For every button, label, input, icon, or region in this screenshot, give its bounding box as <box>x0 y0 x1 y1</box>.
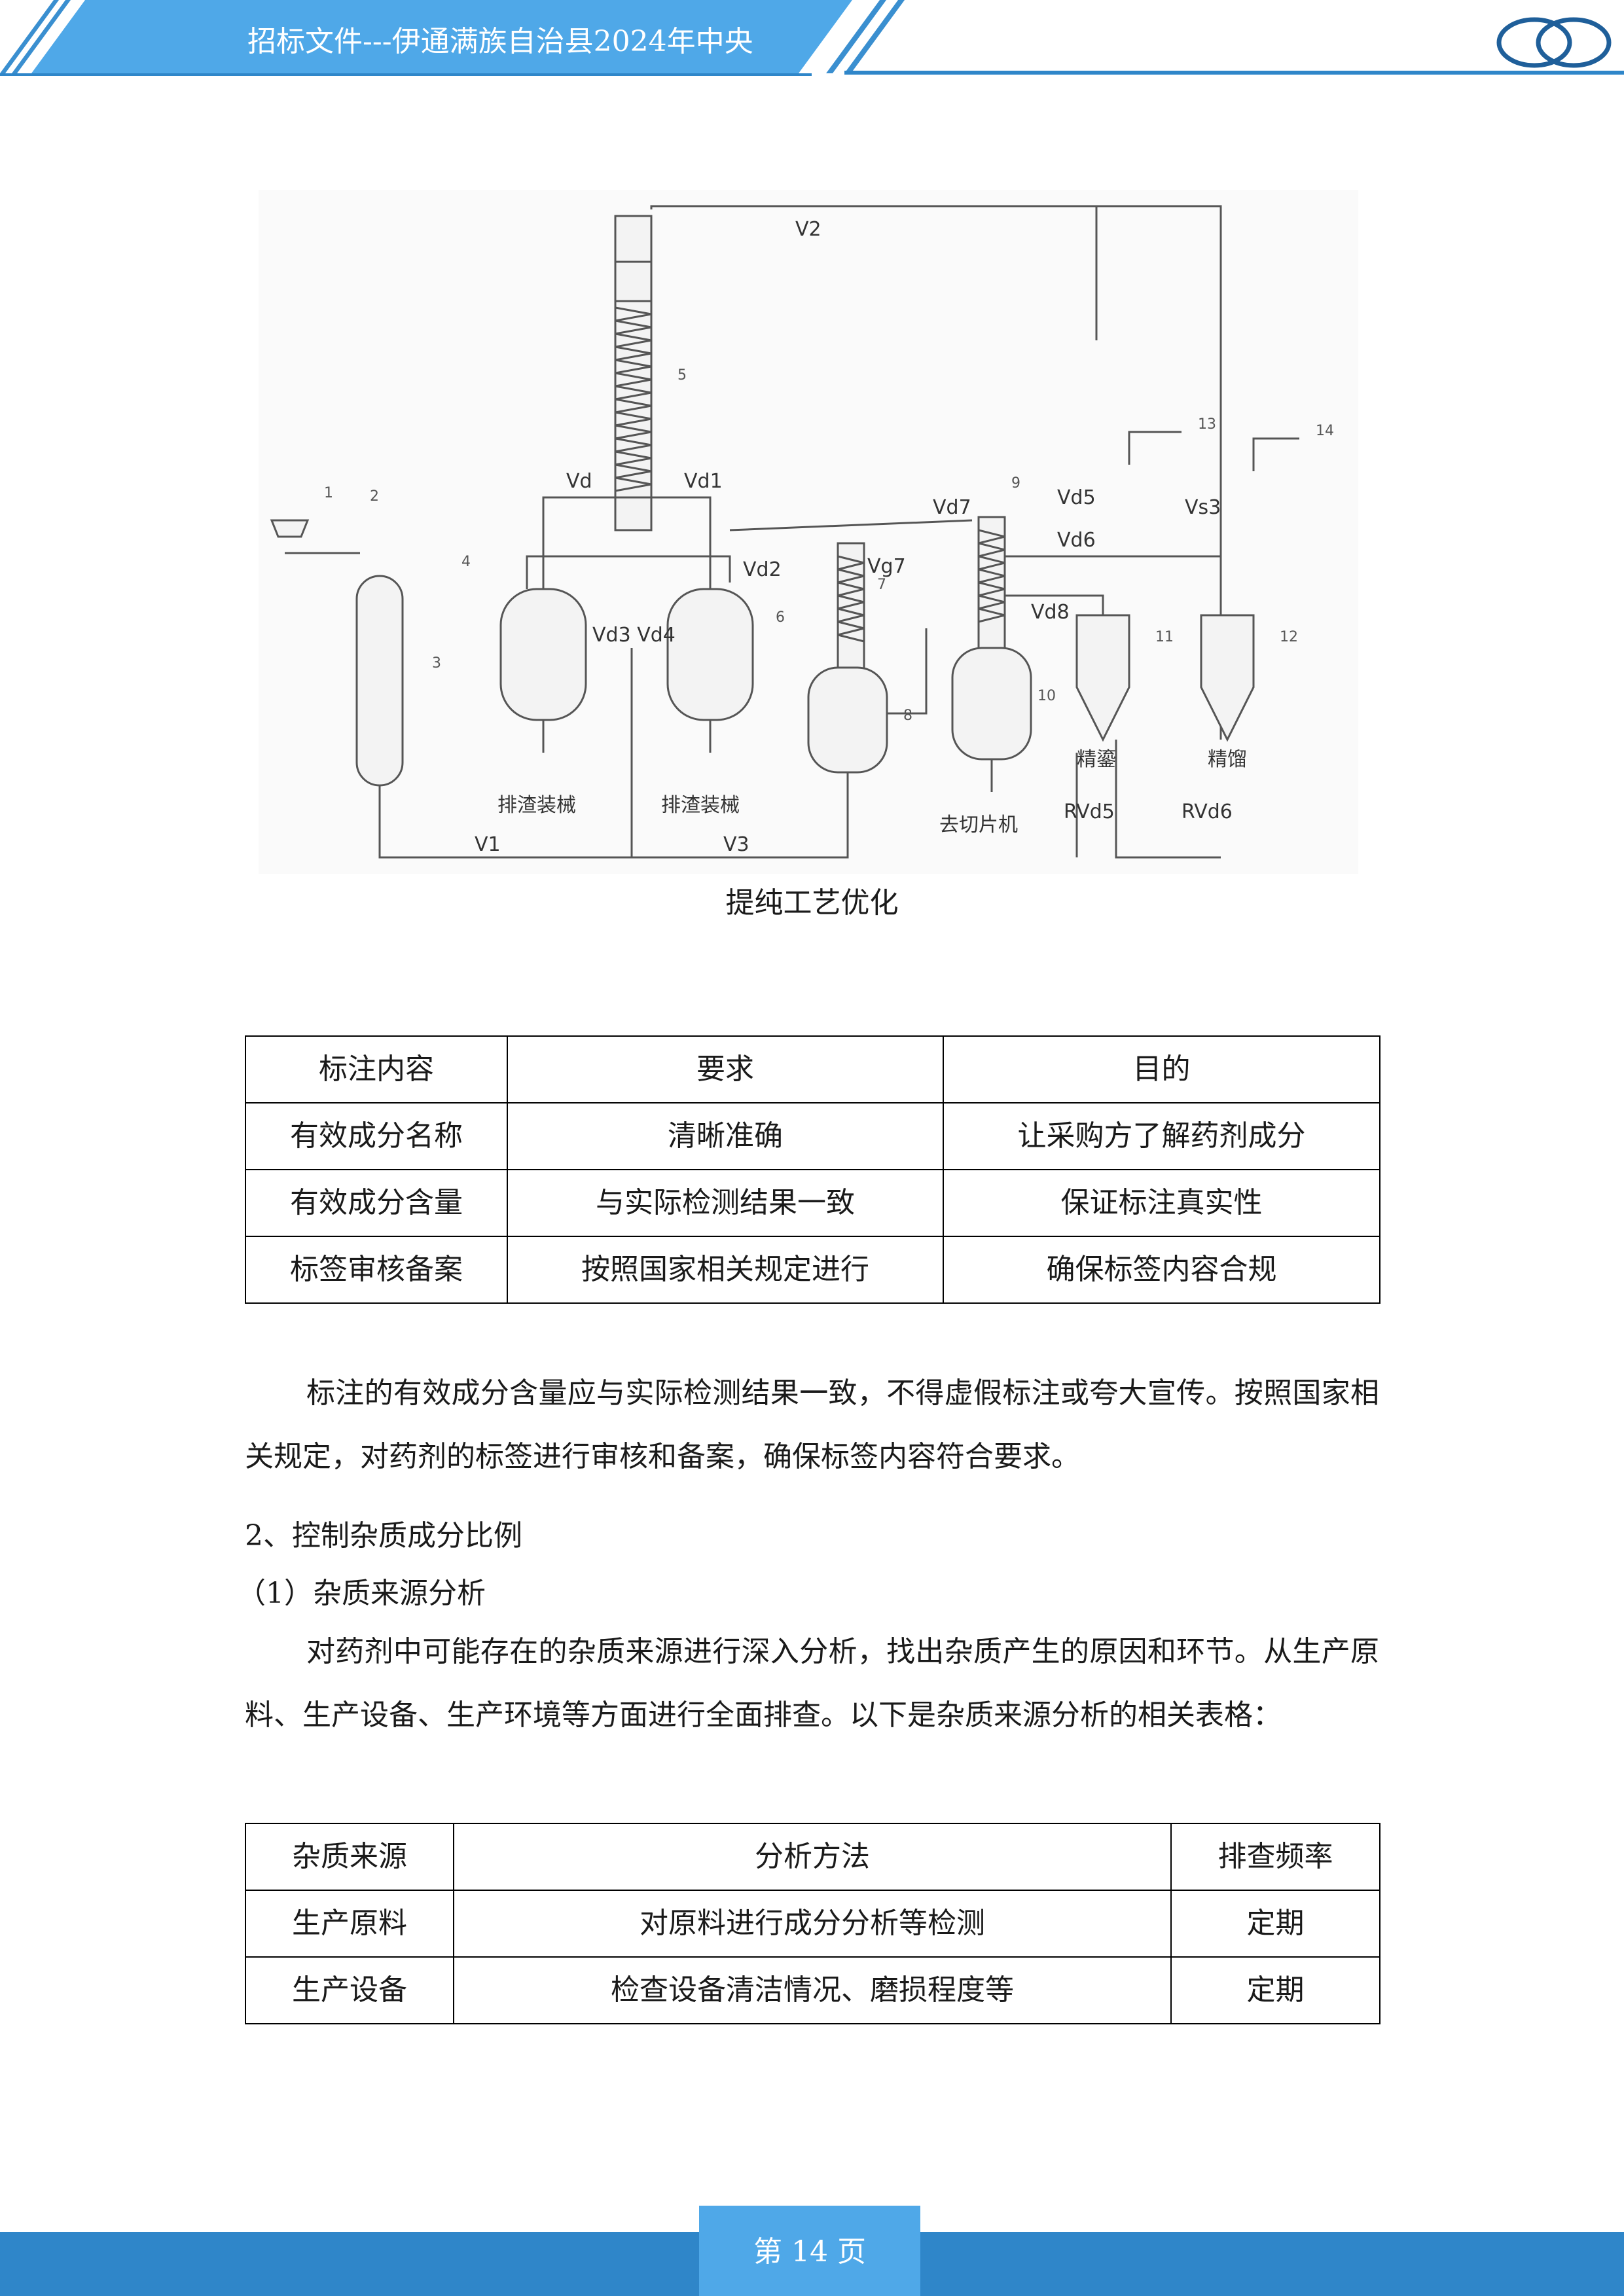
table-cell: 按照国家相关规定进行 <box>507 1236 944 1304</box>
header-logo-icon <box>1035 20 1147 69</box>
label-v3: V3 <box>723 833 749 856</box>
table-cell: 定期 <box>1170 1956 1380 2024</box>
label-rvd6: RVd6 <box>1182 800 1233 823</box>
num-label: 14 <box>1316 423 1334 439</box>
num-label: 4 <box>461 554 471 570</box>
num-label: 11 <box>1155 629 1174 645</box>
label-vd3-vd4: Vd3 Vd4 <box>592 624 676 647</box>
label-vd8: Vd8 <box>1031 601 1070 624</box>
table-cell: 清晰准确 <box>507 1102 944 1170</box>
table-row: 标签审核备案 按照国家相关规定进行 确保标签内容合规 <box>245 1236 1380 1304</box>
num-label: 3 <box>432 655 441 672</box>
label-vd6: Vd6 <box>1057 529 1096 552</box>
subsection-heading: （1）杂质来源分析 <box>237 1577 486 1610</box>
label-vd: Vd <box>566 470 592 493</box>
label-discharge-2: 排渣装械 <box>661 794 740 817</box>
table-header-row: 杂质来源 分析方法 排查频率 <box>245 1823 1380 1891</box>
section-heading: 2、控制杂质成分比例 <box>245 1519 522 1552</box>
num-label: 13 <box>1198 416 1216 433</box>
num-label: 7 <box>877 577 886 593</box>
process-diagram: V2 V1 V3 Vd Vd1 Vd2 Vg7 Vd7 Vd5 Vd6 Vd8 … <box>259 190 1358 874</box>
table-header-cell: 要求 <box>507 1035 944 1103</box>
label-vd7: Vd7 <box>933 496 971 519</box>
num-label: 2 <box>370 488 379 505</box>
impurity-source-table: 杂质来源 分析方法 排查频率 生产原料 对原料进行成分分析等检测 定期 生产设备… <box>245 1823 1380 2024</box>
table-cell: 生产设备 <box>245 1956 454 2024</box>
table-cell: 有效成分含量 <box>245 1169 508 1237</box>
label-vd2: Vd2 <box>743 558 782 581</box>
table-cell: 确保标签内容合规 <box>943 1236 1380 1304</box>
header-banner <box>0 0 1624 76</box>
table-header-cell: 标注内容 <box>245 1035 508 1103</box>
label-discharge-3: 去切片机 <box>939 814 1018 836</box>
corner-logo-icon <box>1496 17 1612 68</box>
table-cell: 有效成分名称 <box>245 1102 508 1170</box>
table-header-row: 标注内容 要求 目的 <box>245 1035 1380 1103</box>
num-label: 10 <box>1038 688 1056 704</box>
num-label: 12 <box>1280 629 1298 645</box>
table-header-cell: 目的 <box>943 1035 1380 1103</box>
table-header-cell: 排查频率 <box>1170 1823 1380 1891</box>
table-header-cell: 杂质来源 <box>245 1823 454 1891</box>
label-bottom-1: 精鎏 <box>1077 748 1116 771</box>
header-title: 招标文件---伊通满族自治县2024年中央 <box>247 25 753 58</box>
table-cell: 检查设备清洁情况、磨损程度等 <box>453 1956 1172 2024</box>
paragraph-labeling: 标注的有效成分含量应与实际检测结果一致，不得虚假标注或夸大宣传。按照国家相关规定… <box>245 1376 1379 1473</box>
labeling-requirements-table: 标注内容 要求 目的 有效成分名称 清晰准确 让采购方了解药剂成分 有效成分含量… <box>245 1035 1380 1304</box>
purification-process-diagram: V2 V1 V3 Vd Vd1 Vd2 Vg7 Vd7 Vd5 Vd6 Vd8 … <box>270 205 1334 859</box>
label-vg7: Vg7 <box>867 555 906 578</box>
table-cell: 对原料进行成分分析等检测 <box>453 1890 1172 1958</box>
label-discharge-1: 排渣装械 <box>497 794 576 817</box>
num-label: 9 <box>1011 475 1020 492</box>
label-v1: V1 <box>475 833 501 856</box>
page-header: 招标文件---伊通满族自治县2024年中央 <box>0 0 1624 85</box>
figure-caption: 提纯工艺优化 <box>725 886 899 920</box>
table-row: 生产原料 对原料进行成分分析等检测 定期 <box>245 1890 1380 1958</box>
label-vd5: Vd5 <box>1057 486 1096 509</box>
label-bottom-2: 精馏 <box>1208 748 1247 771</box>
table-cell: 保证标注真实性 <box>943 1169 1380 1237</box>
num-label: 8 <box>903 708 912 724</box>
num-label: 6 <box>776 609 785 626</box>
table-cell: 标签审核备案 <box>245 1236 508 1304</box>
table-cell: 定期 <box>1170 1890 1380 1958</box>
label-vs3: Vs3 <box>1185 496 1221 519</box>
table-header-cell: 分析方法 <box>453 1823 1172 1891</box>
table-cell: 与实际检测结果一致 <box>507 1169 944 1237</box>
table-row: 有效成分含量 与实际检测结果一致 保证标注真实性 <box>245 1169 1380 1237</box>
num-label: 5 <box>677 367 687 384</box>
page-number: 第 14 页 <box>753 2235 866 2269</box>
label-vd1: Vd1 <box>684 470 723 493</box>
table-cell: 让采购方了解药剂成分 <box>943 1102 1380 1170</box>
table-row: 有效成分名称 清晰准确 让采购方了解药剂成分 <box>245 1102 1380 1170</box>
table-row: 生产设备 检查设备清洁情况、磨损程度等 定期 <box>245 1956 1380 2024</box>
label-v2: V2 <box>795 218 821 241</box>
table-cell: 生产原料 <box>245 1890 454 1958</box>
num-label: 1 <box>324 485 333 501</box>
page-number-box <box>699 2206 920 2296</box>
label-rvd5: RVd5 <box>1064 800 1115 823</box>
paragraph-impurity-analysis: 对药剂中可能存在的杂质来源进行深入分析，找出杂质产生的原因和环节。从生产原料、生… <box>245 1635 1379 1732</box>
